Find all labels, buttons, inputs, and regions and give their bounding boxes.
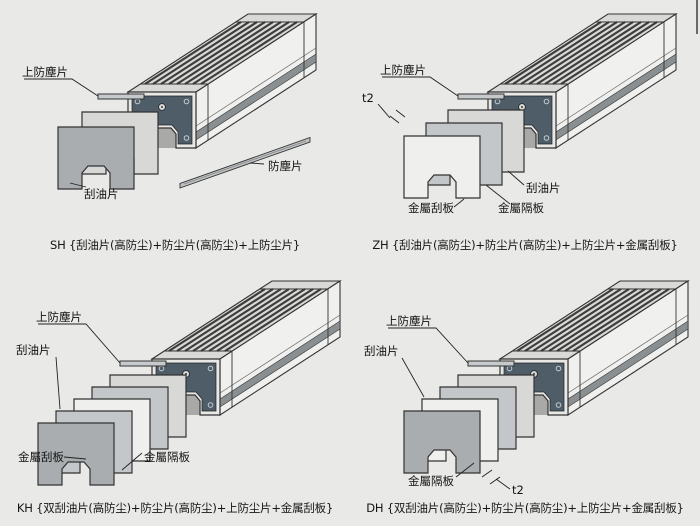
leader-line xyxy=(38,323,121,364)
leader-line xyxy=(249,162,265,165)
figure-zh: 上防塵片 t2 刮油片 金屬刮板 金屬隔板 xyxy=(362,12,678,215)
leader-line xyxy=(453,198,465,208)
label-oil-scraper: 刮油片 xyxy=(526,181,561,195)
upper-dust-seal-strip xyxy=(467,360,515,367)
leader-line xyxy=(455,462,475,478)
label-upper-dust-seal: 上防塵片 xyxy=(36,310,82,324)
figure-kh: 上防塵片 刮油片 金屬刮板 金屬隔板 xyxy=(16,279,342,486)
panel-sh: 上防塵片 刮油片 防塵片 SH {刮油片(高防尘)+防尘片(高防尘)+上防尘片} xyxy=(0,0,350,263)
leader-line xyxy=(485,184,511,205)
page-edge-line xyxy=(696,0,698,34)
upper-dust-seal-strip xyxy=(457,93,505,100)
leader-line xyxy=(63,456,87,460)
panel-caption-sh: SH {刮油片(高防尘)+防尘片(高防尘)+上防尘片} xyxy=(49,238,301,252)
label-metal-spacer: 金屬隔板 xyxy=(144,450,190,464)
oil-scraper-plate xyxy=(57,126,135,190)
label-oil-scraper: 刮油片 xyxy=(84,187,119,201)
panel-zh: 上防塵片 t2 刮油片 金屬刮板 金屬隔板 ZH {刮油片(高防尘)+防尘片(高… xyxy=(350,0,700,263)
panel-caption-dh: DH {双刮油片(高防尘)+防尘片(高防尘)+上防尘片+金属刮板} xyxy=(366,501,684,515)
label-oil-scraper: 刮油片 xyxy=(16,343,51,357)
leader-line xyxy=(507,170,525,186)
metal-scraper-plate xyxy=(403,135,481,199)
upper-dust-seal-strip xyxy=(119,360,167,367)
label-dust-seal: 防塵片 xyxy=(268,159,303,173)
thickness-dimension-t2 xyxy=(377,103,406,124)
label-metal-spacer: 金屬隔板 xyxy=(408,474,454,488)
figure-dh: 上防塵片 刮油片 金屬隔板 t2 xyxy=(364,279,690,497)
leader-line xyxy=(382,76,459,97)
label-thickness-t2: t2 xyxy=(512,483,524,497)
label-metal-scraper: 金屬刮板 xyxy=(408,201,454,215)
panel-caption-zh: ZH {刮油片(高防尘)+防尘片(高防尘)+上防尘片+金属刮板} xyxy=(372,238,678,252)
leader-line xyxy=(401,357,425,398)
label-upper-dust-seal: 上防塵片 xyxy=(22,65,68,79)
panel-caption-kh: KH {双刮油片(高防尘)+防尘片(高防尘)+上防尘片+金属刮板} xyxy=(16,501,334,515)
leader-line xyxy=(121,452,143,471)
upper-dust-seal-strip xyxy=(97,93,145,100)
figure-sh: 上防塵片 刮油片 防塵片 xyxy=(22,12,318,201)
label-metal-scraper: 金屬刮板 xyxy=(18,450,64,464)
thickness-dimension-t2 xyxy=(481,469,511,490)
oil-scraper-plate xyxy=(403,410,481,474)
dust-seal-strip xyxy=(179,136,311,189)
label-upper-dust-seal: 上防塵片 xyxy=(380,63,426,77)
label-oil-scraper: 刮油片 xyxy=(364,344,399,358)
leader-line xyxy=(55,356,61,410)
label-metal-spacer: 金屬隔板 xyxy=(498,201,544,215)
label-thickness-t2: t2 xyxy=(362,91,374,105)
leader-line xyxy=(24,78,99,97)
panel-dh: 上防塵片 刮油片 金屬隔板 t2 DH {双刮油片(高防尘)+防尘片(高防尘)+… xyxy=(350,263,700,526)
leader-line xyxy=(388,327,469,364)
panel-kh: 上防塵片 刮油片 金屬刮板 金屬隔板 KH {双刮油片(高防尘)+防尘片(高防尘… xyxy=(0,263,350,526)
leader-line xyxy=(69,182,87,188)
label-upper-dust-seal: 上防塵片 xyxy=(386,314,432,328)
